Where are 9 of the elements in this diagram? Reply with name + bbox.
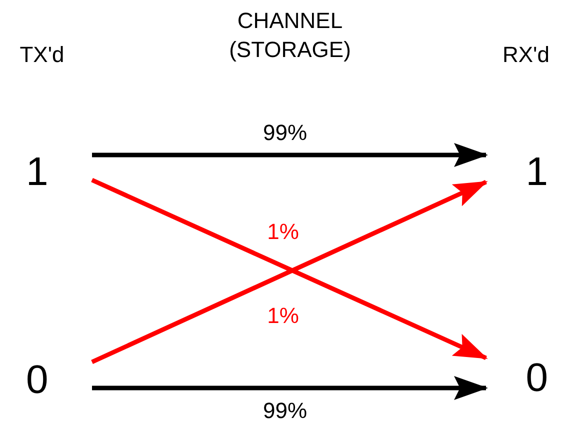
bit-value: 0 xyxy=(486,355,562,401)
bit-value: 1 xyxy=(22,149,92,195)
column-heading: TX'd xyxy=(18,41,66,69)
bit-value: 0 xyxy=(22,357,92,403)
bit-value: 1 xyxy=(486,149,562,195)
column-heading: CHANNEL (STORAGE) xyxy=(228,7,352,64)
column-heading: RX'd xyxy=(502,41,550,69)
arrow xyxy=(92,376,488,400)
arrow xyxy=(92,143,488,167)
